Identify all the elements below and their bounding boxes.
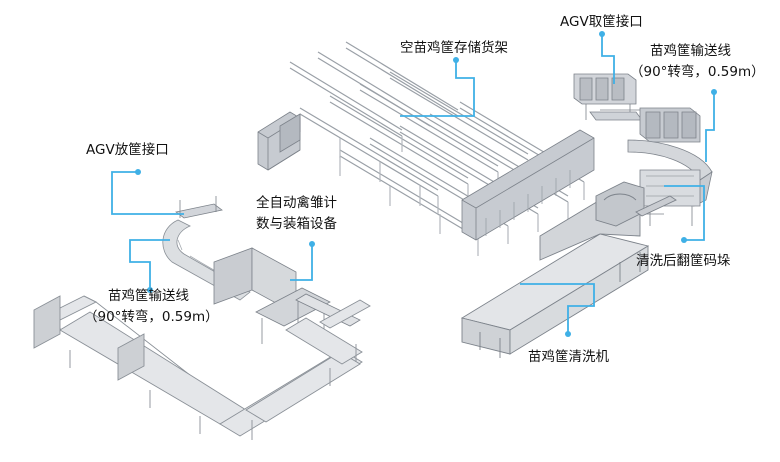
- agv-pickup-station: [573, 73, 643, 121]
- label-agv-pickup: AGV取筐接口: [560, 14, 643, 30]
- label-agv-dropoff: AGV放筐接口: [86, 142, 169, 158]
- label-conveyor-right-2: （90°转弯，0.59m）: [630, 64, 765, 80]
- washer-machine: [460, 181, 677, 358]
- label-washer: 苗鸡筐清洗机: [528, 349, 609, 365]
- callout-lines: [111, 34, 715, 334]
- label-conveyor-left-1: 苗鸡筐输送线: [108, 288, 189, 304]
- callout-dots: [135, 31, 717, 337]
- label-storage-rack: 空苗鸡筐存储货架: [400, 40, 508, 56]
- agv-dropoff-station: [175, 196, 223, 219]
- label-conveyor-right-1: 苗鸡筐输送线: [650, 43, 731, 59]
- label-conveyor-left-2: （90°转弯，0.59m）: [84, 309, 219, 325]
- label-counting-2: 数与装箱设备: [256, 216, 337, 232]
- label-flip-stack: 清洗后翻筐码垛: [636, 253, 731, 269]
- label-counting-1: 全自动禽雏计: [256, 195, 337, 211]
- l-conveyor-network: [33, 295, 371, 440]
- crate-stacks-rack: [257, 111, 595, 241]
- conveyor-right: [627, 107, 713, 226]
